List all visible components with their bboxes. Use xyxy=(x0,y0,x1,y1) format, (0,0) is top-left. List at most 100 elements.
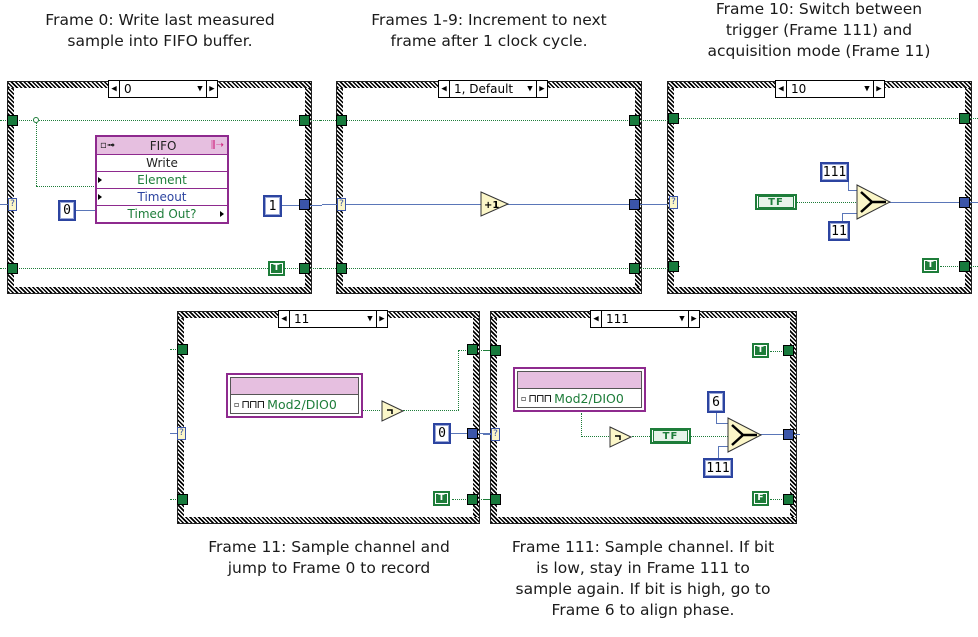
mode-boolean-control[interactable]: TF xyxy=(755,194,797,210)
fifo-input-element[interactable]: Element xyxy=(97,172,227,189)
select-true-constant[interactable]: 111 xyxy=(820,162,849,182)
boolean-tunnel xyxy=(668,113,679,124)
not-primitive[interactable] xyxy=(609,426,633,448)
true-constant-label: T xyxy=(925,261,936,270)
boolean-wire xyxy=(320,268,668,269)
select-false-constant[interactable]: 111 xyxy=(703,458,733,478)
wire-junction-icon xyxy=(33,117,39,123)
numeric-wire xyxy=(718,446,728,447)
boolean-tunnel xyxy=(177,344,188,355)
dropdown-arrow-icon[interactable]: ▼ xyxy=(527,84,533,94)
fifo-buffer-icon: ⫼➝ xyxy=(211,140,224,151)
numeric-wire xyxy=(483,434,495,435)
increment-primitive[interactable]: +1 xyxy=(480,191,510,217)
boolean-wire xyxy=(690,436,728,437)
case-frame-0: ◀ 0 ▼ ▶ xyxy=(7,80,312,294)
boolean-wire xyxy=(581,413,582,437)
boolean-tunnel xyxy=(467,344,478,355)
fifo-method: Write xyxy=(97,155,227,172)
boolean-tunnel xyxy=(177,494,188,505)
case-selector[interactable]: ◀ 11 ▼ ▶ xyxy=(278,310,388,328)
select-primitive[interactable] xyxy=(727,417,763,453)
pin-icon: ▫ xyxy=(234,399,240,409)
shift-register-input-icon: ? xyxy=(8,198,17,211)
boolean-wire xyxy=(0,120,320,121)
io-channel[interactable]: ▫⊓⊓⊓Mod2/DIO0 xyxy=(517,389,642,408)
numeric-tunnel xyxy=(959,197,970,208)
caption-frame-0: Frame 0: Write last measured sample into… xyxy=(45,11,275,50)
decrement-arrow-icon[interactable]: ◀ xyxy=(591,311,602,327)
decrement-arrow-icon[interactable]: ◀ xyxy=(109,81,120,97)
true-constant-label: T xyxy=(436,494,447,503)
numeric-tunnel xyxy=(629,199,640,210)
next-frame-constant[interactable]: 1 xyxy=(263,195,282,217)
next-frame-constant[interactable]: 0 xyxy=(433,423,451,444)
fifo-output-timed-out[interactable]: Timed Out? xyxy=(97,206,227,222)
io-node-header xyxy=(230,377,359,395)
dropdown-arrow-icon[interactable]: ▼ xyxy=(197,84,203,94)
case-selector[interactable]: ◀ 10 ▼ ▶ xyxy=(775,80,885,98)
bit-boolean-indicator: TF xyxy=(650,428,691,444)
numeric-wire xyxy=(760,434,800,435)
boolean-wire xyxy=(170,499,182,500)
io-channel[interactable]: ▫⊓⊓⊓Mod2/DIO0 xyxy=(230,395,359,414)
shift-register-input-icon: ? xyxy=(669,196,678,209)
not-primitive[interactable] xyxy=(381,400,405,422)
increment-arrow-icon[interactable]: ▶ xyxy=(873,81,884,97)
boolean-wire xyxy=(362,410,380,411)
false-constant[interactable]: F xyxy=(752,491,769,506)
increment-arrow-icon[interactable]: ▶ xyxy=(376,311,387,327)
bit-boolean-label: TF xyxy=(653,430,688,442)
dropdown-arrow-icon[interactable]: ▼ xyxy=(367,314,373,324)
case-selector[interactable]: ◀ 111 ▼ ▶ xyxy=(590,310,700,328)
increment-label: +1 xyxy=(484,200,499,211)
numeric-wire xyxy=(842,213,858,214)
case-selector-value: 111 xyxy=(606,312,629,326)
boolean-tunnel xyxy=(959,261,970,272)
io-node-dio0[interactable]: ▫⊓⊓⊓Mod2/DIO0 xyxy=(513,367,646,412)
boolean-wire xyxy=(403,410,459,411)
decrement-arrow-icon[interactable]: ◀ xyxy=(776,81,787,97)
boolean-wire xyxy=(170,349,182,350)
select-primitive[interactable] xyxy=(856,184,892,220)
caption-frame-111: Frame 111: Sample channel. If bit is low… xyxy=(511,538,775,619)
decrement-arrow-icon[interactable]: ◀ xyxy=(439,81,450,97)
case-frame-1-default: ◀ 1, Default ▼ ▶ xyxy=(336,80,642,294)
fifo-title: FIFO xyxy=(149,138,177,153)
select-true-constant[interactable]: 6 xyxy=(707,391,725,413)
boolean-wire xyxy=(796,202,858,203)
case-selector[interactable]: ◀ 0 ▼ ▶ xyxy=(108,80,218,98)
boolean-tunnel xyxy=(7,263,18,274)
shift-register-input-icon: ? xyxy=(337,198,346,211)
io-channel-label: Mod2/DIO0 xyxy=(554,390,624,406)
true-constant[interactable]: T xyxy=(433,491,450,506)
case-selector[interactable]: ◀ 1, Default ▼ ▶ xyxy=(438,80,548,98)
numeric-tunnel xyxy=(467,428,478,439)
boolean-tunnel xyxy=(629,115,640,126)
boolean-wire xyxy=(483,350,495,351)
numeric-wire xyxy=(888,202,978,203)
fifo-input-timeout[interactable]: Timeout xyxy=(97,189,227,206)
increment-arrow-icon[interactable]: ▶ xyxy=(536,81,547,97)
true-constant[interactable]: T xyxy=(752,343,769,358)
true-constant[interactable]: T xyxy=(922,258,939,273)
numeric-wire xyxy=(716,423,728,424)
numeric-wire xyxy=(0,204,12,205)
fifo-write-node[interactable]: ▫➟ FIFO ⫼➝ Write Element Timeout Timed O… xyxy=(95,135,229,224)
io-node-dio0[interactable]: ▫⊓⊓⊓Mod2/DIO0 xyxy=(226,373,363,418)
dropdown-arrow-icon[interactable]: ▼ xyxy=(864,84,870,94)
boolean-tunnel xyxy=(336,115,347,126)
fifo-write-arrow-icon: ▫➟ xyxy=(100,140,116,151)
timeout-constant[interactable]: 0 xyxy=(58,200,76,221)
increment-arrow-icon[interactable]: ▶ xyxy=(206,81,217,97)
true-constant[interactable]: T xyxy=(268,261,285,276)
decrement-arrow-icon[interactable]: ◀ xyxy=(279,311,290,327)
boolean-tunnel xyxy=(467,494,478,505)
shift-register-input-icon: ? xyxy=(491,428,500,441)
increment-arrow-icon[interactable]: ▶ xyxy=(688,311,699,327)
io-channel-label: Mod2/DIO0 xyxy=(267,396,337,412)
boolean-wire xyxy=(770,351,790,352)
dropdown-arrow-icon[interactable]: ▼ xyxy=(679,314,685,324)
select-false-constant[interactable]: 11 xyxy=(828,221,850,241)
digital-pulse-icon: ⊓⊓⊓ xyxy=(241,397,265,411)
